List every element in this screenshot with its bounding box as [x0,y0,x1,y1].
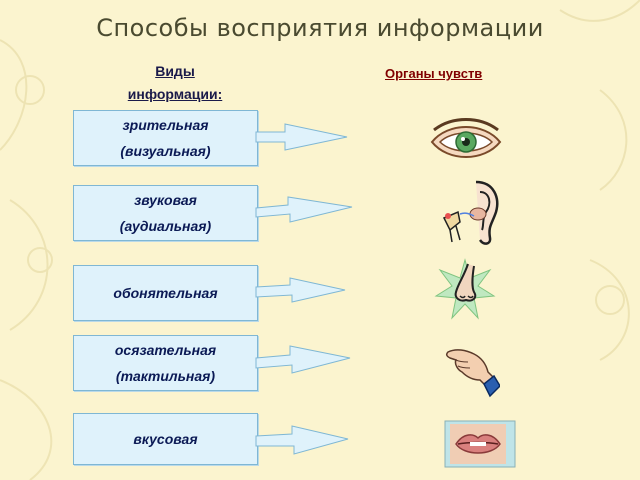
arrow-touch [255,345,351,374]
arrow-taste [255,425,349,455]
box-label-line1: вкусовая [133,431,198,447]
box-label-line2: (тактильная) [115,368,216,384]
box-label-line1: обонятельная [113,285,218,301]
info-type-box-audio: звуковая (аудиальная) [73,185,258,241]
box-label-line1: осязательная [114,342,217,358]
box-label-line1: зрительная [122,117,209,133]
mouth-icon [444,420,516,468]
sense-organs-header: Органы чувств [385,66,483,81]
box-label-line2: (визуальная) [120,143,211,159]
info-type-box-smell: обонятельная [73,265,258,321]
nose-icon [434,258,496,320]
eye-icon [430,118,502,158]
info-types-header-line2: информации: [127,86,223,102]
page-title: Способы восприятия информации [96,14,544,42]
arrow-audio [255,196,353,223]
box-label-line2: (аудиальная) [119,218,212,234]
box-label-line1: звуковая [134,192,197,208]
info-type-box-visual: зрительная (визуальная) [73,110,258,166]
arrow-smell [255,277,346,303]
ear-icon [442,180,499,245]
info-types-header: Виды информации: [110,60,240,106]
info-type-box-touch: осязательная (тактильная) [73,335,258,391]
info-types-header-line1: Виды [155,63,195,79]
hand-icon [445,349,500,398]
arrow-visual [255,123,348,151]
